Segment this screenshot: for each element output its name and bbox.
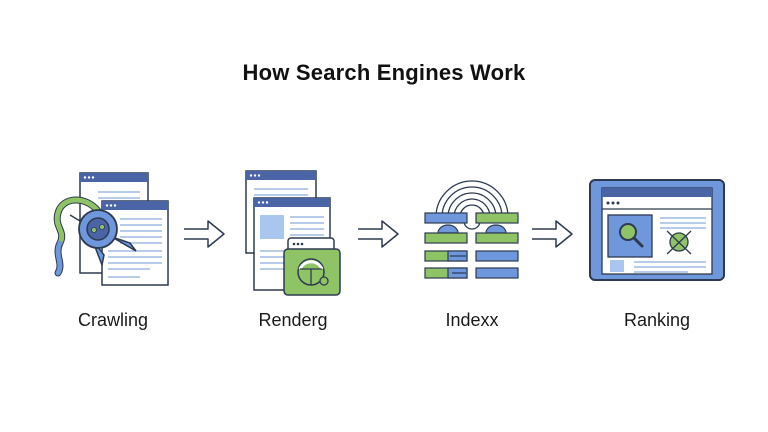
stage-indexing	[420, 175, 525, 285]
stage-label-rendering: Renderg	[258, 310, 328, 330]
stage-label-indexing: Indexx	[445, 310, 499, 330]
index-database-icon	[424, 180, 519, 279]
rendering-pages-icon	[245, 170, 341, 296]
right-arrow-icon	[356, 218, 402, 255]
ranking-browser-icon	[589, 179, 725, 281]
crawler-robot-icon	[53, 172, 169, 286]
stage-crawling	[40, 165, 175, 290]
stage-rendering	[240, 165, 350, 300]
stage-ranking	[588, 178, 726, 282]
diagram-title: How Search Engines Work	[242, 60, 526, 85]
right-arrow-icon	[530, 218, 576, 255]
stage-label-ranking: Ranking	[623, 310, 691, 330]
stage-label-crawling: Crawling	[77, 310, 149, 330]
right-arrow-icon	[182, 218, 228, 255]
